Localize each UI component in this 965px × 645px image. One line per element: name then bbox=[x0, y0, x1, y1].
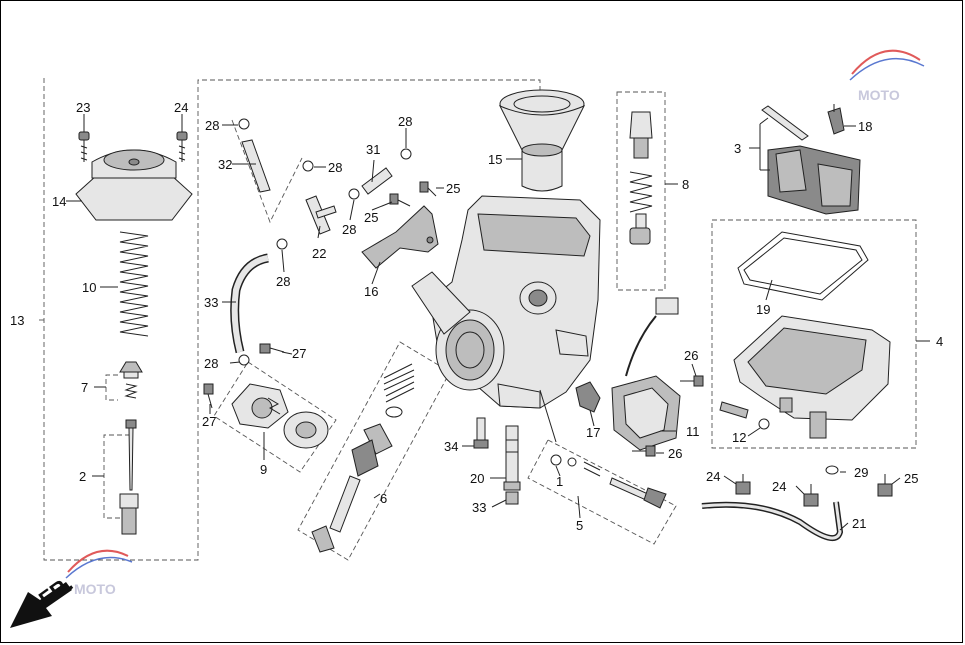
part-tee-22 bbox=[305, 195, 337, 235]
part-diaphragm-15 bbox=[498, 89, 586, 192]
part-screw-23-left bbox=[78, 131, 90, 162]
callout-22: 22 bbox=[312, 246, 326, 261]
part-float-valve-18 bbox=[827, 104, 845, 135]
watermark-top-right: MOTO bbox=[849, 49, 925, 103]
callout-25a: 25 bbox=[364, 210, 378, 225]
callout-25b: 25 bbox=[446, 181, 460, 196]
part-cap-17 bbox=[575, 381, 601, 413]
callout-17: 17 bbox=[586, 425, 600, 440]
callout-28e: 28 bbox=[276, 274, 290, 289]
callout-16: 16 bbox=[364, 284, 378, 299]
callout-8: 8 bbox=[682, 177, 689, 192]
callout-28f: 28 bbox=[204, 356, 218, 371]
callout-1: 1 bbox=[556, 474, 563, 489]
part-jet-20 bbox=[503, 425, 521, 491]
callout-34: 34 bbox=[444, 439, 458, 454]
callout-labels: 23 24 14 10 13 7 2 28 32 28 31 28 28 25 … bbox=[10, 100, 943, 533]
callout-23b: 24 bbox=[174, 100, 188, 115]
callout-29: 29 bbox=[854, 465, 868, 480]
callout-2: 2 bbox=[79, 469, 86, 484]
arrow-down-left-icon bbox=[10, 582, 72, 628]
callout-12: 12 bbox=[732, 430, 746, 445]
callout-24c: 25 bbox=[904, 471, 918, 486]
part-float-3 bbox=[767, 145, 861, 215]
part-spring-10 bbox=[119, 231, 149, 337]
part-hose-31 bbox=[241, 139, 271, 193]
part-bracket-16 bbox=[361, 205, 439, 269]
callout-28c: 28 bbox=[398, 114, 412, 129]
callout-26a: 26 bbox=[684, 348, 698, 363]
part-jet-34 bbox=[473, 417, 489, 449]
part-screws-24 bbox=[735, 474, 893, 507]
callout-33: 33 bbox=[472, 500, 486, 515]
part-top-cover-14 bbox=[75, 149, 193, 221]
callout-21: 21 bbox=[852, 516, 866, 531]
part-drain-screw-12 bbox=[719, 401, 770, 430]
callout-26b: 26 bbox=[668, 446, 682, 461]
callout-18: 18 bbox=[858, 119, 872, 134]
part-pump-cover-9 bbox=[231, 383, 329, 449]
part-screws-26 bbox=[632, 375, 704, 457]
part-o-rings-1 bbox=[550, 454, 577, 467]
part-needle-2 bbox=[119, 419, 139, 535]
callout-24a: 24 bbox=[706, 469, 720, 484]
part-screws-25 bbox=[389, 181, 437, 207]
callout-28a: 28 bbox=[205, 118, 219, 133]
part-screw-23-right bbox=[176, 131, 188, 162]
callout-27b: 27 bbox=[202, 414, 216, 429]
part-pilot-screw-5 bbox=[583, 461, 667, 509]
watermark-bottom-left: MOTO bbox=[65, 549, 133, 597]
part-clamps-28 bbox=[238, 118, 412, 366]
part-jet-33 bbox=[505, 491, 519, 505]
callout-30: 31 bbox=[366, 142, 380, 157]
callout-28d: 28 bbox=[342, 222, 356, 237]
callout-32: 33 bbox=[204, 295, 218, 310]
callout-10: 10 bbox=[82, 280, 96, 295]
callout-23a: 23 bbox=[76, 100, 90, 115]
part-carburetor-body bbox=[411, 195, 601, 409]
part-drain-hose-21 bbox=[701, 501, 844, 542]
callout-19: 19 bbox=[756, 302, 770, 317]
part-float-bowl-4 bbox=[733, 315, 891, 439]
part-washer-29 bbox=[825, 465, 839, 475]
callout-4: 4 bbox=[936, 334, 943, 349]
part-hose-30 bbox=[361, 167, 393, 195]
part-gasket-19 bbox=[737, 231, 869, 301]
callout-24b: 24 bbox=[772, 479, 786, 494]
part-needle-jet-8 bbox=[629, 111, 653, 245]
watermark-text: MOTO bbox=[858, 87, 900, 103]
part-float-pin-3 bbox=[761, 105, 809, 141]
callout-31: 32 bbox=[218, 157, 232, 172]
callout-9: 9 bbox=[260, 462, 267, 477]
callout-13: 13 bbox=[10, 313, 24, 328]
part-screws-27 bbox=[203, 343, 285, 409]
part-needle-clip-7 bbox=[119, 361, 143, 399]
watermark-text-2: MOTO bbox=[74, 581, 116, 597]
callout-14: 14 bbox=[52, 194, 66, 209]
part-hose-32 bbox=[230, 253, 270, 354]
leader-lines bbox=[66, 114, 930, 531]
callout-5: 5 bbox=[576, 518, 583, 533]
callout-11: 11 bbox=[686, 424, 700, 439]
callout-15: 15 bbox=[488, 152, 502, 167]
callout-28b: 28 bbox=[328, 160, 342, 175]
callout-20: 20 bbox=[470, 471, 484, 486]
callout-6: 6 bbox=[380, 491, 387, 506]
part-idle-screw-6 bbox=[311, 363, 415, 553]
part-sensor-11 bbox=[611, 297, 681, 451]
callout-27a: 27 bbox=[292, 346, 306, 361]
callout-7: 7 bbox=[81, 380, 88, 395]
callout-3: 3 bbox=[734, 141, 741, 156]
